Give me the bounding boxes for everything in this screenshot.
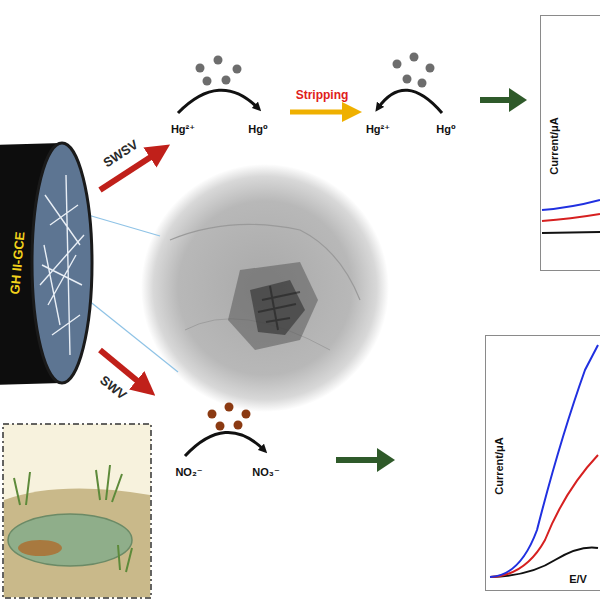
species-label: NO₃⁻: [252, 466, 279, 478]
reaction-arc: [178, 90, 258, 113]
species-label: NO₂⁻: [175, 466, 202, 478]
species-label: Hg²⁺: [171, 123, 195, 135]
reaction-arc: [185, 432, 264, 456]
axis-label: E/V: [569, 573, 587, 585]
nitrite-particles: [208, 403, 251, 431]
electrode: GH II-GCE: [0, 135, 100, 395]
water-sample-icon: [3, 424, 151, 598]
hg-particles: [393, 53, 435, 88]
plot-panel: Current/μA E/V: [485, 335, 600, 591]
reaction-arc: [378, 90, 442, 113]
plot-panel: Current/μA: [540, 15, 600, 271]
method-label: SWV: [97, 373, 129, 403]
hg-particles: [196, 56, 242, 86]
species-label: Hg⁰: [248, 123, 267, 135]
axis-label: Current/μA: [548, 117, 560, 174]
result-arrow: [336, 457, 386, 463]
voltammogram-curve: [542, 200, 600, 233]
species-label: Hg⁰: [436, 123, 455, 135]
stripping-arrow: [290, 110, 352, 115]
result-arrow: [480, 97, 518, 103]
tem-image: [141, 164, 389, 412]
voltammogram-curve: [490, 345, 598, 577]
species-label: Hg²⁺: [366, 123, 390, 135]
axis-label: Current/μA: [493, 437, 505, 494]
step-label: Stripping: [296, 89, 349, 102]
